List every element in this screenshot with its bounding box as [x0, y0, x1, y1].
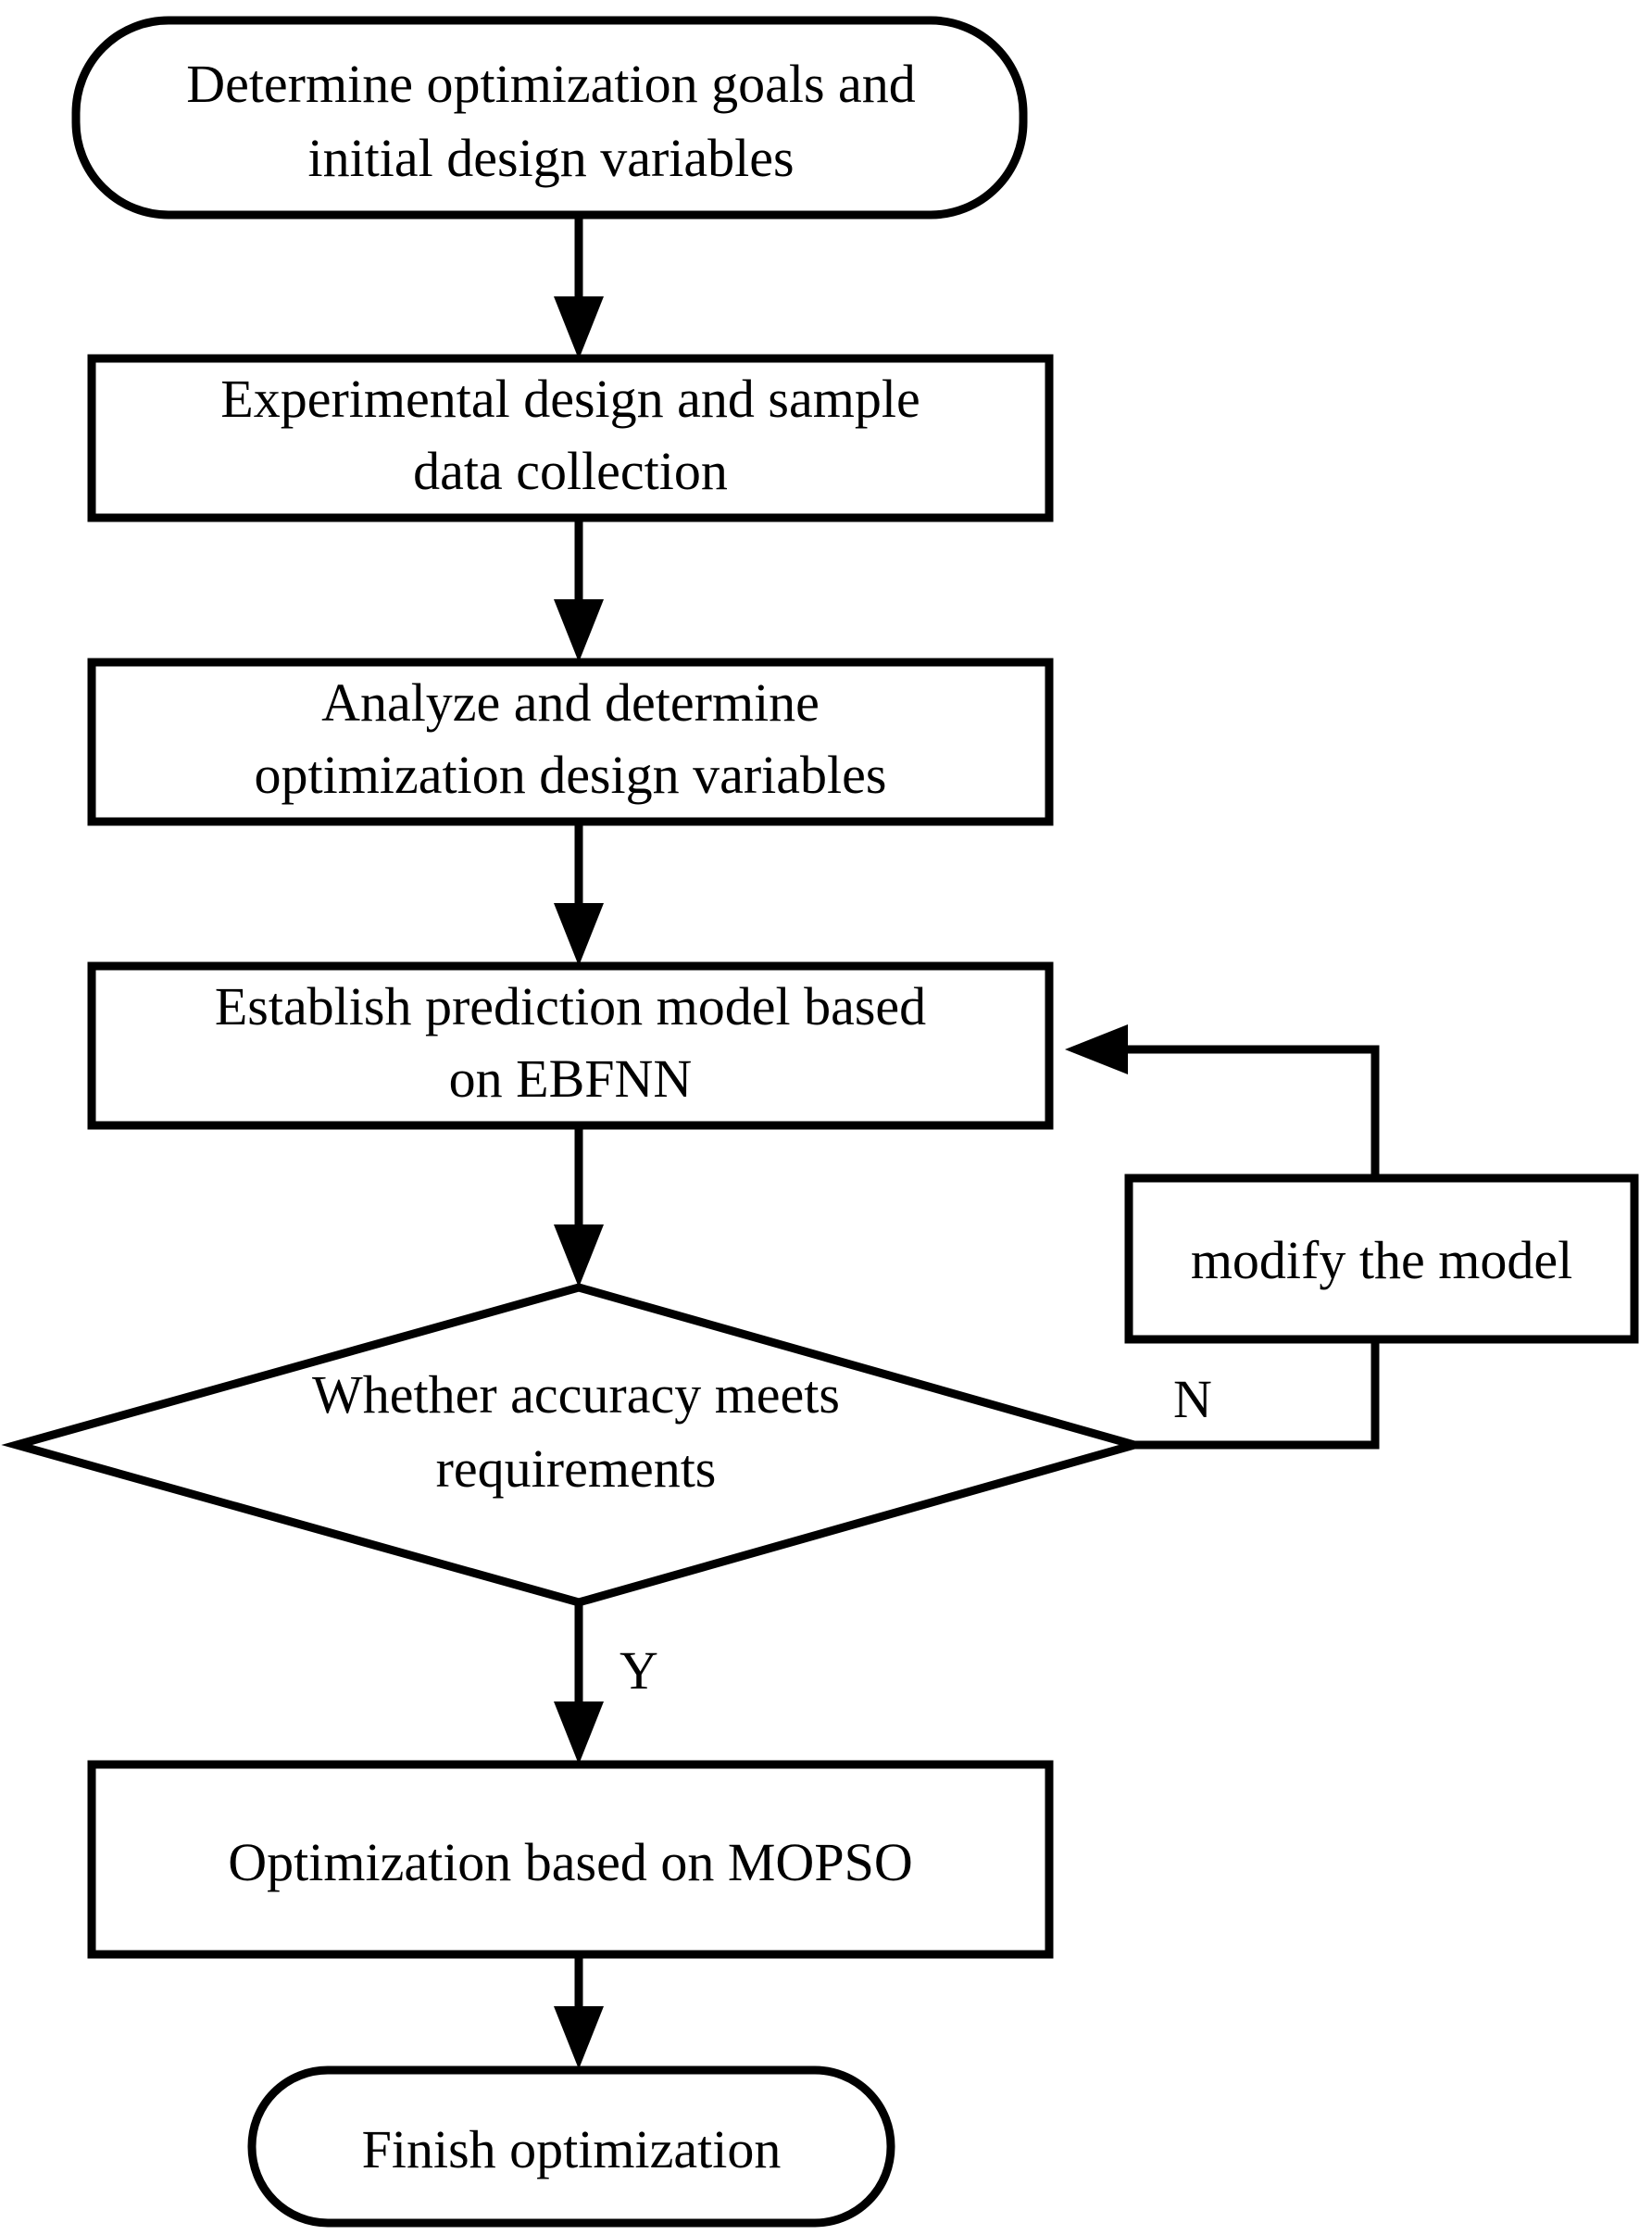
node-analyze-variables[interactable]: Analyze and determine optimization desig…	[87, 658, 1054, 826]
edge-label-no: N	[1173, 1369, 1212, 1429]
edge-experimental-to-analyze	[554, 519, 604, 662]
node-finish[interactable]: Finish optimization	[247, 2065, 895, 2228]
node-accuracy-decision-line-1: Whether accuracy meets	[312, 1364, 840, 1425]
node-experimental-design-line-2: data collection	[413, 441, 728, 501]
node-experimental-design-line-1: Experimental design and sample	[220, 369, 920, 429]
node-start-line-2: initial design variables	[307, 128, 794, 188]
node-experimental-design[interactable]: Experimental design and sample data coll…	[87, 354, 1054, 522]
node-prediction-model-line-1: Establish prediction model based	[215, 976, 926, 1036]
node-mopso-optimization-line-1: Optimization based on MOPSO	[228, 1832, 912, 1892]
node-analyze-variables-line-1: Analyze and determine	[321, 672, 820, 733]
node-finish-line-1: Finish optimization	[362, 2119, 782, 2179]
node-start[interactable]: Determine optimization goals and initial…	[71, 16, 1028, 220]
node-accuracy-decision-line-2: requirements	[436, 1438, 717, 1499]
edge-label-yes: Y	[620, 1640, 658, 1701]
edge-start-to-experimental	[554, 215, 604, 359]
node-mopso-optimization[interactable]: Optimization based on MOPSO	[87, 1760, 1054, 1959]
node-accuracy-decision[interactable]: Whether accuracy meets requirements	[1, 1283, 1150, 1607]
edge-decision-yes-to-mopso	[554, 1602, 604, 1764]
node-modify-model-line-1: modify the model	[1191, 1230, 1572, 1290]
edge-mopso-to-finish	[554, 1954, 604, 2069]
node-prediction-model-line-2: on EBFNN	[449, 1048, 693, 1109]
node-analyze-variables-line-2: optimization design variables	[255, 745, 887, 805]
edge-prediction-to-decision	[554, 1125, 604, 1287]
node-prediction-model[interactable]: Establish prediction model based on EBFN…	[87, 961, 1054, 1130]
node-modify-model[interactable]: modify the model	[1124, 1174, 1639, 1344]
node-start-line-1: Determine optimization goals and	[186, 54, 916, 114]
edge-analyze-to-prediction	[554, 822, 604, 966]
